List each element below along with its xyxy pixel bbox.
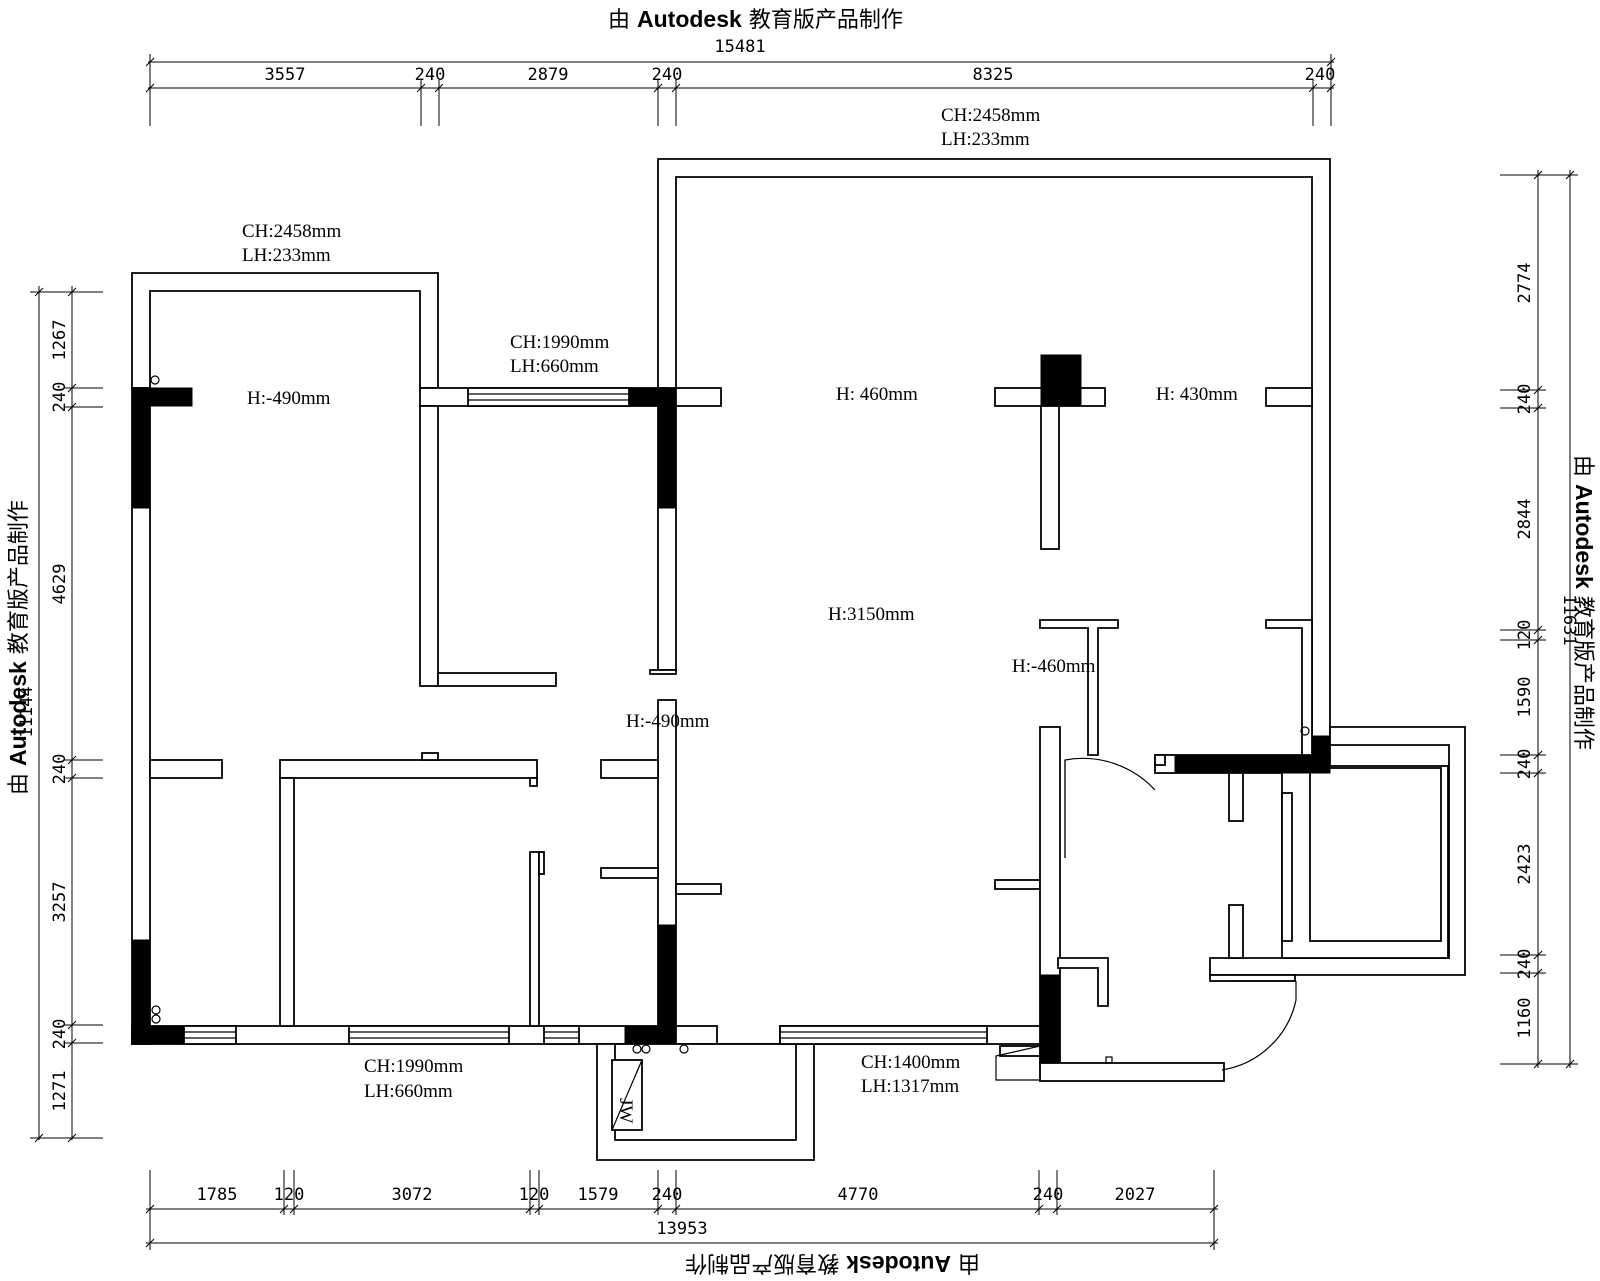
ann-h-beam-1: H: 460mm [836,384,918,405]
dim-right-4: 1590 [1515,677,1535,718]
dim-top-4: 8325 [973,65,1014,85]
left-dimension-chain: 1267 240 4629 240 3257 240 1271 11144 [17,286,103,1143]
dim-left-3: 240 [50,754,70,785]
dim-top-3: 240 [652,65,683,85]
ann-window-top-ch: CH:1990mm [510,332,609,353]
ann-h-corridor: H:-490mm [626,711,710,732]
ann-window-right-ch: CH:1400mm [861,1052,960,1073]
dim-left-4: 3257 [50,882,70,923]
dim-bottom-total: 13953 [656,1219,707,1239]
columns [131,354,1331,1064]
right-dimension-chain: 2774 240 2844 120 1590 240 2423 240 1160… [1500,170,1579,1069]
top-dimension-chain: 15481 3557 240 2879 240 8325 240 [145,37,1336,126]
dim-right-7: 240 [1515,949,1535,980]
dim-right-3: 120 [1515,620,1535,651]
dim-right-5: 240 [1515,749,1535,780]
dim-bottom-0: 1785 [197,1185,238,1205]
ann-h-bedroom: H:-490mm [247,388,331,409]
dim-left-total: 11144 [17,686,37,737]
dim-top-1: 240 [415,65,446,85]
walls [131,158,1466,1161]
dim-bottom-8: 2027 [1115,1185,1156,1205]
dim-top-2: 2879 [528,65,569,85]
watermark-brand: Autodesk [637,6,742,32]
bottom-dimension-chain: 1785 120 3072 120 1579 240 4770 240 2027… [145,1170,1219,1250]
dim-bottom-1: 120 [274,1185,305,1205]
dim-top-0: 3557 [265,65,306,85]
dim-right-0: 2774 [1515,263,1535,304]
dim-left-2: 4629 [50,564,70,605]
dim-right-total: 11631 [1559,594,1579,645]
dim-bottom-7: 240 [1033,1185,1064,1205]
dim-right-6: 2423 [1515,844,1535,885]
balcony-label: JW [615,1098,636,1123]
windows [183,387,1296,1045]
ann-h-living: H:3150mm [828,604,915,625]
ann-h-beam-2: H: 430mm [1156,384,1238,405]
dim-top-5: 240 [1305,65,1336,85]
watermark-prefix: 由 [608,8,631,33]
dim-bottom-6: 4770 [838,1185,879,1205]
balcony-fixture: JW [611,1059,643,1131]
dim-left-1: 240 [50,382,70,413]
dim-right-1: 240 [1515,384,1535,415]
dim-bottom-3: 120 [519,1185,550,1205]
ann-top-left-ch: CH:2458mm [242,221,341,242]
watermark-suffix: 教育版产品制作 [748,8,903,33]
dim-bottom-5: 240 [652,1185,683,1205]
dim-left-5: 240 [50,1019,70,1050]
dim-left-6: 1271 [50,1071,70,1112]
ann-window-bottom-ch: CH:1990mm [364,1056,463,1077]
dim-right-8: 1160 [1515,998,1535,1039]
dim-bottom-2: 3072 [392,1185,433,1205]
ann-top-right-lh: LH:233mm [941,129,1030,150]
dim-top-total: 15481 [714,37,765,57]
ann-window-top-lh: LH:660mm [510,356,599,377]
ann-window-right-lh: LH:1317mm [861,1076,959,1097]
ann-top-right-ch: CH:2458mm [941,105,1040,126]
fixtures [150,375,1310,1064]
ann-h-kitchen: H:-460mm [1012,656,1096,677]
dim-left-0: 1267 [50,320,70,361]
dim-bottom-4: 1579 [578,1185,619,1205]
doors [995,757,1297,1081]
dim-right-2: 2844 [1515,499,1535,540]
ann-top-left-lh: LH:233mm [242,245,331,266]
ann-window-bottom-lh: LH:660mm [364,1081,453,1102]
annotations: CH:2458mm LH:233mm CH:2458mm LH:233mm CH… [242,105,1238,1102]
watermark-top: 由 Autodesk 教育版产品制作 [608,2,903,34]
